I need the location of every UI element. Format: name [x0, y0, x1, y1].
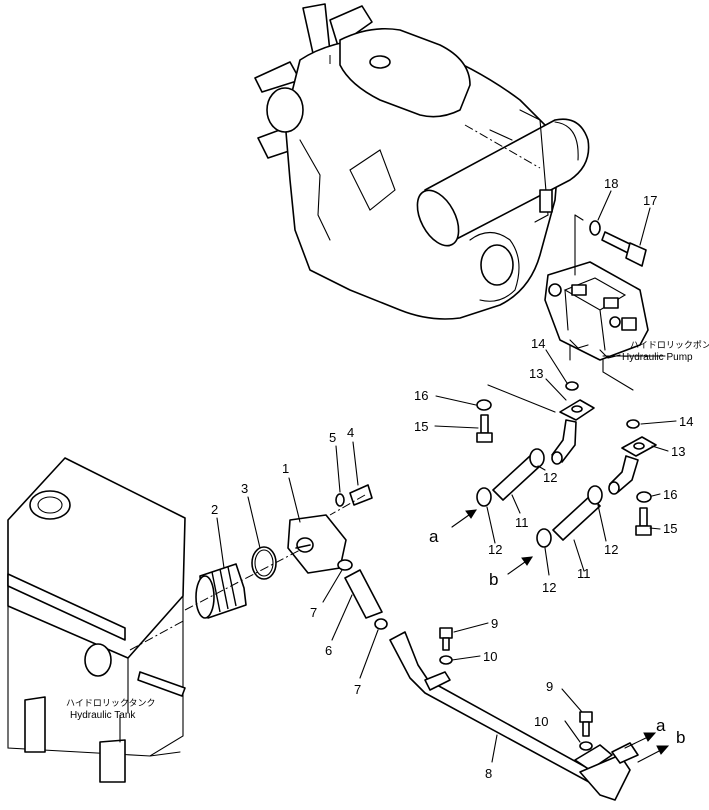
- callout-numbers: 1 2 3 4 5 6 7 7 8 9 9 10 10 11 11 12 12 …: [211, 176, 693, 781]
- callout-11b: 11: [577, 566, 591, 581]
- assembly-centerline: [129, 494, 366, 651]
- hose-icon: [492, 455, 601, 541]
- callout-10b: 10: [534, 714, 548, 729]
- clamp-icon: [476, 448, 603, 548]
- marker-a-start: a: [429, 527, 439, 546]
- callout-13a: 13: [529, 366, 543, 381]
- callout-15a: 15: [414, 419, 428, 434]
- tank-label-en: Hydraulic Tank: [70, 710, 136, 721]
- component-labels: ハイドロリックポンプ Hydraulic Pump ハイドロリックタンク Hyd…: [66, 340, 709, 721]
- callout-15b: 15: [663, 521, 677, 536]
- strainer-element-icon: [195, 563, 247, 619]
- callout-9a: 9: [491, 616, 498, 631]
- callout-13b: 13: [671, 444, 685, 459]
- callout-8: 8: [485, 766, 492, 781]
- washer-icon: [439, 655, 593, 751]
- callout-4: 4: [347, 425, 354, 440]
- connection-markers: a b a b: [429, 527, 685, 747]
- pump-label-en: Hydraulic Pump: [622, 352, 693, 363]
- callout-14a: 14: [531, 336, 545, 351]
- bolt-icon: [601, 231, 647, 267]
- washer-icon: [335, 493, 345, 507]
- bolt-icon: [349, 484, 373, 506]
- marker-a-end: a: [656, 716, 666, 735]
- callout-5: 5: [329, 430, 336, 445]
- arrow-icon: [451, 509, 670, 763]
- leader-lines: [119, 190, 677, 763]
- hydraulic-tank-icon: [7, 457, 186, 783]
- callout-11a: 11: [515, 515, 529, 530]
- bolt-icon: [439, 627, 593, 737]
- suction-pipe-icon: [389, 631, 639, 801]
- callout-16a: 16: [414, 388, 428, 403]
- callout-14b: 14: [679, 414, 693, 429]
- pump-label-jp: ハイドロリックポンプ: [630, 340, 709, 351]
- elbow-icon: [608, 436, 657, 495]
- callout-2: 2: [211, 502, 218, 517]
- callout-9b: 9: [546, 679, 553, 694]
- clamp-icon: [337, 559, 388, 630]
- callout-3: 3: [241, 481, 248, 496]
- hydraulic-pump-icon: [544, 214, 649, 391]
- callout-1: 1: [282, 461, 289, 476]
- callout-7a: 7: [310, 605, 317, 620]
- o-ring-icon: [251, 546, 277, 580]
- callout-16b: 16: [663, 487, 677, 502]
- washer-icon: [589, 220, 601, 236]
- hose-icon: [344, 569, 383, 619]
- elbow-icon: [551, 399, 595, 465]
- callout-7b: 7: [354, 682, 361, 697]
- marker-b-end: b: [676, 728, 685, 747]
- strainer-cover-icon: [287, 514, 347, 574]
- callout-17: 17: [643, 193, 657, 208]
- o-ring-icon: [565, 381, 640, 429]
- callout-12d: 12: [604, 542, 618, 557]
- callout-10a: 10: [483, 649, 497, 664]
- marker-b-start: b: [489, 570, 498, 589]
- bolt-icon: [476, 399, 493, 443]
- callout-12a: 12: [543, 470, 557, 485]
- engine-icon: [254, 3, 590, 320]
- callout-6: 6: [325, 643, 332, 658]
- callout-18: 18: [604, 176, 618, 191]
- callout-12b: 12: [488, 542, 502, 557]
- tank-label-jp: ハイドロリックタンク: [66, 698, 155, 709]
- callout-12c: 12: [542, 580, 556, 595]
- bolt-icon: [635, 491, 652, 536]
